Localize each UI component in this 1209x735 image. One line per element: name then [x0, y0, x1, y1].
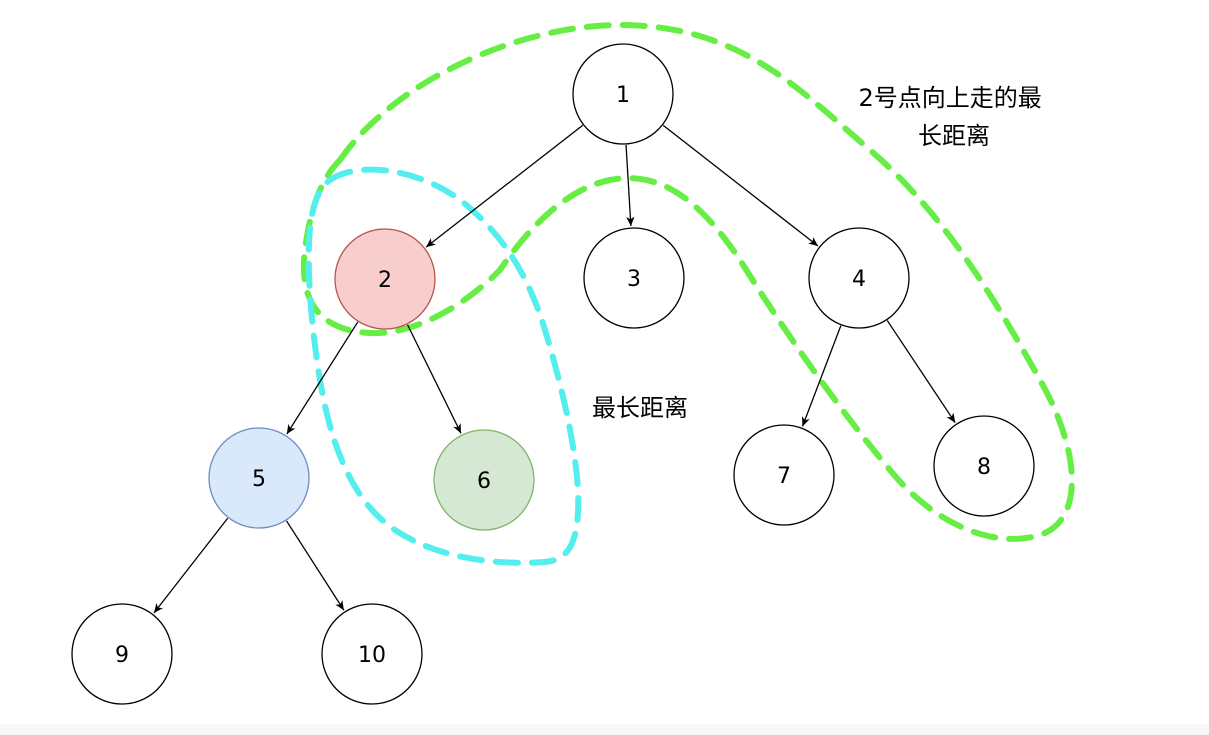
node-circle-7 [733, 424, 835, 526]
node-label-2: 2 [378, 268, 392, 293]
bottom-strip [0, 724, 1209, 735]
node-circle-5 [208, 427, 310, 529]
edge-5-9 [153, 517, 229, 614]
node-1: 1 [572, 43, 674, 145]
node-circle-2 [334, 228, 436, 330]
edge-4-7 [801, 325, 842, 427]
edges-layer [153, 124, 956, 614]
node-label-9: 9 [115, 643, 129, 668]
node-2: 2 [334, 228, 436, 330]
annotation-up-path-line1: 2号点向上走的最 [859, 84, 1042, 112]
node-circle-6 [433, 429, 535, 531]
node-label-4: 4 [852, 267, 866, 292]
edge-5-10 [286, 520, 345, 611]
node-label-5: 5 [252, 467, 266, 492]
node-6: 6 [433, 429, 535, 531]
node-label-6: 6 [477, 469, 491, 494]
edge-4-8 [886, 320, 956, 424]
green-up-path-outline [300, 21, 1075, 542]
node-10: 10 [321, 603, 423, 705]
edge-2-5 [286, 321, 359, 435]
annotation-up-path-line2: 长距离 [918, 122, 990, 150]
edge-1-3 [625, 144, 635, 227]
node-circle-1 [572, 43, 674, 145]
edge-1-4 [662, 124, 819, 247]
node-circle-4 [808, 227, 910, 329]
node-label-10: 10 [358, 643, 386, 668]
node-circle-8 [933, 415, 1035, 517]
node-3: 3 [583, 227, 685, 329]
node-7: 7 [733, 424, 835, 526]
node-circle-3 [583, 227, 685, 329]
node-8: 8 [933, 415, 1035, 517]
nodes-layer: 1 2 3 4 5 6 7 8 9 10 [71, 43, 1035, 705]
node-label-1: 1 [616, 83, 630, 108]
node-label-3: 3 [627, 267, 641, 292]
node-label-7: 7 [777, 464, 791, 489]
annotation-up-path: 2号点向上走的最 长距离 [859, 84, 1050, 150]
node-5: 5 [208, 427, 310, 529]
node-circle-10 [321, 603, 423, 705]
edge-1-2 [425, 124, 584, 248]
node-circle-9 [71, 603, 173, 705]
cyan-down-path-outline [305, 166, 582, 566]
node-4: 4 [808, 227, 910, 329]
annotation-down-path: 最长距离 [592, 394, 688, 422]
node-label-8: 8 [977, 455, 991, 480]
node-9: 9 [71, 603, 173, 705]
edge-2-6 [406, 324, 462, 434]
